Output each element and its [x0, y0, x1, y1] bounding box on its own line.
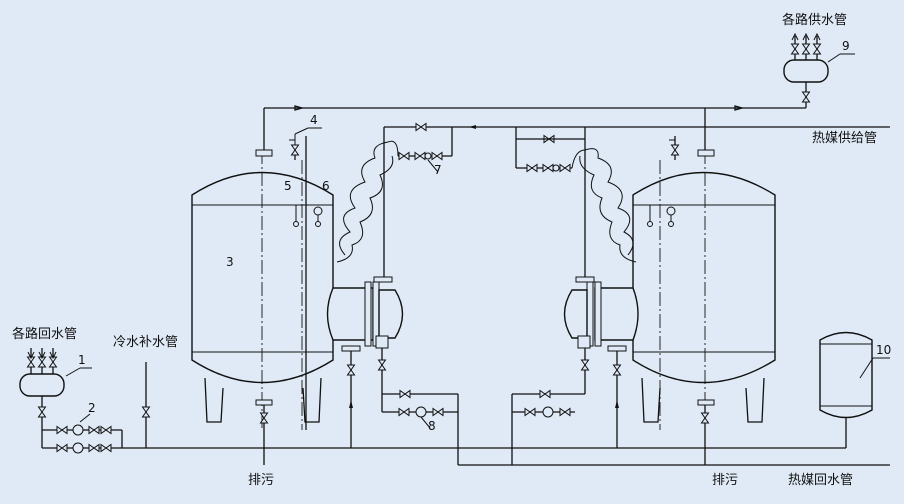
left-heat-exchanger [326, 276, 404, 352]
callout-1: 1 [78, 353, 86, 367]
callout-10: 10 [876, 343, 891, 357]
expansion-tank [819, 331, 873, 448]
label-cold-makeup: 冷水补水管 [113, 335, 178, 350]
right-storage-tank [632, 149, 776, 430]
text-labels: 各路供水管 各路回水管 冷水补水管 热媒供给管 热媒回水管 排污 排污 1 2 … [12, 12, 891, 488]
label-heat-supply: 热媒供给管 [812, 131, 877, 146]
callout-8: 8 [428, 419, 436, 433]
label-heat-return: 热媒回水管 [788, 473, 853, 488]
callout-9: 9 [842, 39, 850, 53]
callout-3: 3 [226, 255, 234, 269]
label-return-header: 各路回水管 [12, 326, 77, 342]
callout-leaders [65, 53, 890, 429]
left-storage-tank [191, 108, 334, 430]
callout-7: 7 [434, 163, 442, 177]
piping-network [41, 105, 890, 466]
return-header-manifold [19, 348, 65, 430]
label-drain-left: 排污 [248, 473, 274, 488]
label-supply-header: 各路供水管 [782, 12, 847, 28]
callout-5: 5 [284, 179, 292, 193]
callout-6: 6 [322, 179, 330, 193]
callout-2: 2 [88, 401, 96, 415]
label-drain-right: 排污 [712, 473, 738, 488]
supply-header-manifold [783, 32, 829, 108]
right-heat-exchanger [563, 276, 639, 352]
callout-4: 4 [310, 113, 318, 127]
